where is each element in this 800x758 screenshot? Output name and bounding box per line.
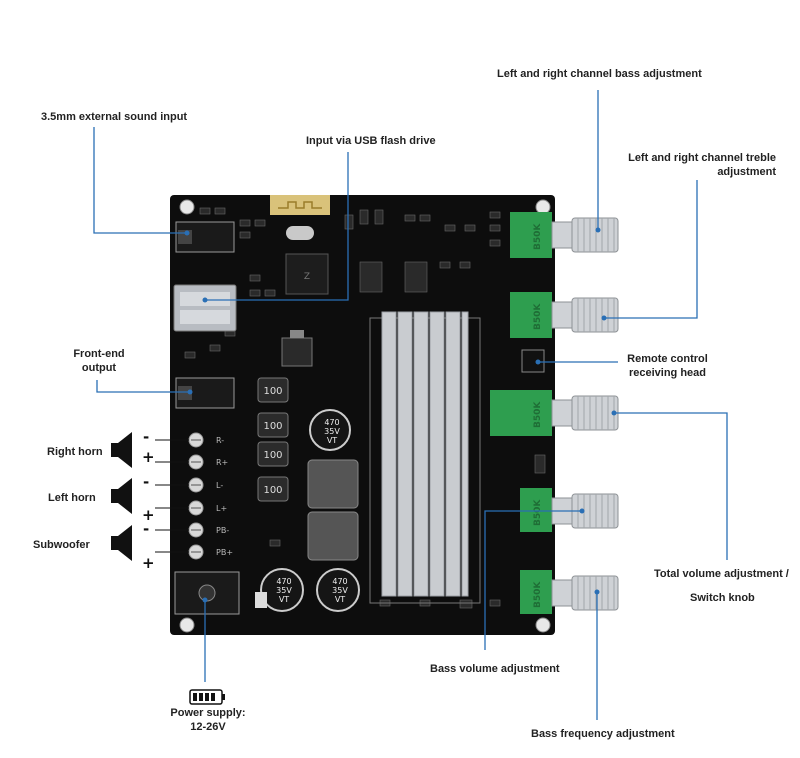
speaker-icon: [111, 432, 132, 561]
voltage-regulator: [281, 337, 313, 367]
term-r-plus-text: R+: [216, 458, 228, 467]
cap-text: 35V: [332, 586, 348, 595]
mounting-hole: [179, 199, 195, 215]
ext-input-label: 3.5mm external sound input: [41, 111, 188, 123]
term-r-minus-text: R-: [216, 436, 224, 445]
inductor-text: 100: [263, 485, 282, 496]
power-supply-label: Power supply: 12-26V: [160, 706, 256, 734]
pot-code-text: B50K: [533, 303, 543, 330]
inductor-text: 100: [263, 386, 282, 397]
power-line2: 12-26V: [190, 721, 226, 733]
power-inductor: [307, 511, 359, 561]
pointer-ext-input: [93, 127, 187, 234]
cap-text: VT: [335, 595, 345, 604]
pointer-lines: [93, 90, 728, 720]
usb-port: [173, 284, 237, 332]
crystal-oscillator: [286, 226, 314, 240]
pointer-treble-adj: [604, 180, 698, 319]
right-horn-minus: -: [143, 428, 150, 446]
pot-code-text: B50K: [533, 223, 543, 250]
cap-text: 470: [324, 418, 339, 427]
inductor-text: 100: [263, 450, 282, 461]
battery-icon: [189, 689, 225, 705]
total-volume-label-line1: Total volume adjustment /: [654, 568, 789, 580]
cap-text: VT: [327, 436, 337, 445]
bass-volume-label: Bass volume adjustment: [430, 663, 560, 675]
subwoofer-minus: -: [143, 520, 150, 538]
potentiometers: [490, 212, 552, 614]
remote-line2: receiving head: [628, 367, 707, 379]
right-horn-label: Right horn: [47, 446, 103, 458]
cap-text: VT: [279, 595, 289, 604]
cap-text: 470: [276, 577, 291, 586]
total-volume-label-line2: Switch knob: [690, 592, 755, 604]
remote-line1: Remote control: [627, 353, 708, 365]
pot-code-text: B50K: [533, 499, 543, 526]
frontend-line2: output: [81, 362, 117, 374]
svg-text:Z: Z: [304, 272, 310, 282]
left-horn-minus: -: [143, 473, 150, 491]
treble-adjustment-label: Left and right channel treble adjustment: [600, 151, 776, 179]
treble-line2: adjustment: [717, 166, 776, 178]
main-chip: [285, 253, 329, 295]
capacitor-bottom-right: [316, 568, 360, 612]
heatsink: [381, 311, 469, 597]
mounting-hole: [179, 617, 195, 633]
pointer-frontend: [96, 380, 190, 393]
ir-receiver: [521, 349, 545, 373]
term-pb-minus-text: PB-: [216, 526, 229, 535]
pot-code-text: B50K: [533, 581, 543, 608]
left-horn-label: Left horn: [48, 492, 96, 504]
pointer-total-vol: [614, 412, 728, 560]
frontend-line1: Front-end: [73, 348, 125, 360]
power-line1: Power supply:: [170, 707, 246, 719]
right-horn-plus: +: [142, 448, 155, 466]
pointer-usb-input: [205, 152, 349, 301]
treble-line1: Left and right channel treble: [628, 152, 776, 164]
mounting-hole: [535, 199, 551, 215]
inductors: [257, 377, 289, 502]
cap-text: 35V: [324, 427, 340, 436]
frontend-output-label: Front-end output: [64, 347, 134, 375]
pointer-bass-volume: [484, 510, 582, 650]
cap-text: 470: [332, 577, 347, 586]
subwoofer-plus: +: [142, 554, 155, 572]
term-pb-plus-text: PB+: [216, 548, 233, 557]
cap-text: 35V: [276, 586, 292, 595]
capacitor-bottom-left: [260, 568, 304, 612]
left-horn-plus: +: [142, 506, 155, 524]
term-l-plus-text: L+: [216, 504, 227, 513]
term-l-minus-text: L-: [216, 481, 223, 490]
mounting-hole: [535, 617, 551, 633]
capacitor-top: [309, 409, 351, 451]
bass-adjustment-label: Left and right channel bass adjustment: [497, 68, 702, 80]
inductor-text: 100: [263, 421, 282, 432]
audio-jack-input: [175, 221, 235, 253]
pot-code-text: B50K: [533, 401, 543, 428]
power-inductor: [307, 459, 359, 509]
bass-frequency-label: Bass frequency adjustment: [531, 728, 675, 740]
usb-input-label: Input via USB flash drive: [306, 135, 436, 147]
remote-control-label: Remote control receiving head: [615, 352, 720, 380]
bluetooth-module: [270, 195, 330, 215]
subwoofer-label: Subwoofer: [33, 539, 90, 551]
speaker-terminals: [188, 432, 204, 560]
